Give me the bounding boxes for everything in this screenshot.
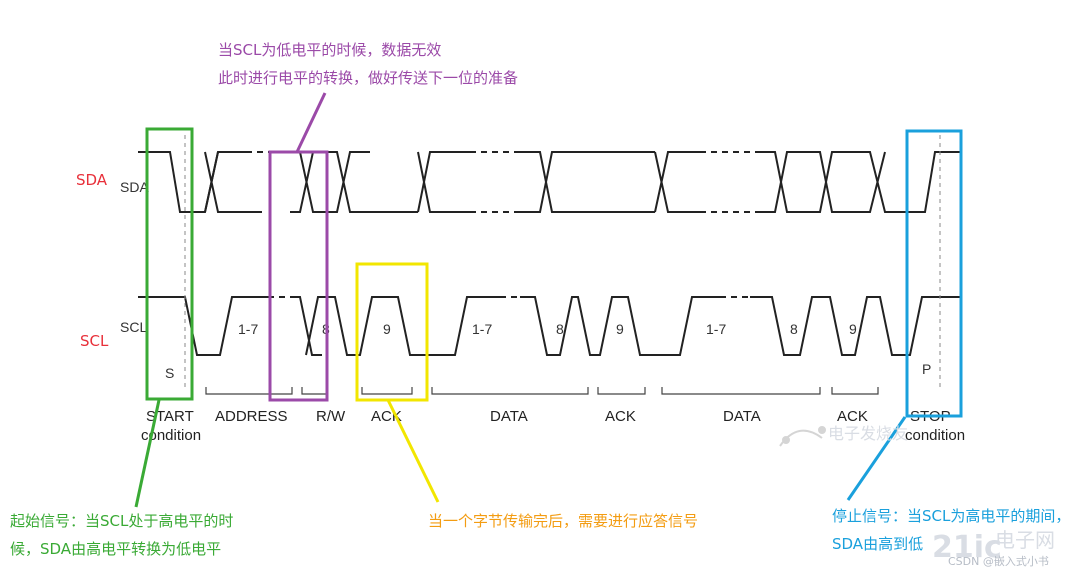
watermark-site: 电子网 <box>995 528 1055 552</box>
bit-label-ack3: 9 <box>849 321 857 337</box>
sda-label: SDA <box>76 171 108 189</box>
start-condition-highlight <box>145 127 194 401</box>
watermark-brand: 21ic <box>932 530 1002 565</box>
watermark-logo-text: 电子发烧友 <box>828 424 909 443</box>
top-annotation-line1: 当SCL为低电平的时候，数据无效 <box>218 41 442 59</box>
phase-markers <box>184 135 941 390</box>
bit-label-ack2: 9 <box>616 321 624 337</box>
sda-trace-label: SDA <box>120 179 149 195</box>
stop-p-label: P <box>922 361 931 377</box>
phase-ack-3: ACK <box>837 408 868 425</box>
phase-data-1: DATA <box>490 408 528 425</box>
phase-stop-condition: condition <box>905 427 965 444</box>
ack-annotation-connector <box>386 399 440 503</box>
start-s-label: S <box>165 365 174 381</box>
top-annotation-connector <box>295 92 327 153</box>
bit-label-address: 1-7 <box>238 321 258 337</box>
stop-condition-highlight <box>905 129 963 418</box>
bit-label-data2: 1-7 <box>706 321 726 337</box>
phase-address: ADDRESS <box>215 408 288 425</box>
bit-label-ack1: 9 <box>383 321 391 337</box>
scl-low-highlight <box>268 150 329 402</box>
watermark-csdn: CSDN @嵌入式小书 <box>948 555 1049 568</box>
top-annotation-line2: 此时进行电平的转换，做好传送下一位的准备 <box>218 69 519 87</box>
scl-trace-label: SCL <box>120 319 147 335</box>
stop-annotation-connector <box>846 416 907 501</box>
watermark-logo-icon <box>779 426 826 447</box>
ack-annotation: 当一个字节传输完后，需要进行应答信号 <box>428 512 699 530</box>
phase-brackets <box>205 387 879 395</box>
phase-start-condition: condition <box>141 427 201 444</box>
scl-waveform <box>138 296 960 356</box>
phase-rw: R/W <box>316 408 346 425</box>
start-annotation-connector <box>134 399 161 508</box>
bit-label-data1-8: 8 <box>556 321 564 337</box>
bit-label-data1: 1-7 <box>472 321 492 337</box>
ack-highlight <box>355 262 429 402</box>
phase-start: START <box>146 408 194 425</box>
stop-annotation-line2: SDA由高到低 <box>832 535 924 553</box>
scl-label: SCL <box>80 332 109 350</box>
phase-ack-2: ACK <box>605 408 636 425</box>
start-annotation-line2: 候，SDA由高电平转换为低电平 <box>10 540 222 558</box>
bit-label-data2-8: 8 <box>790 321 798 337</box>
stop-annotation-line1: 停止信号：当SCL为高电平的期间， <box>832 507 1071 525</box>
sda-waveform <box>138 151 960 213</box>
phase-data-2: DATA <box>723 408 761 425</box>
start-annotation-line1: 起始信号：当SCL处于高电平的时 <box>10 512 234 530</box>
